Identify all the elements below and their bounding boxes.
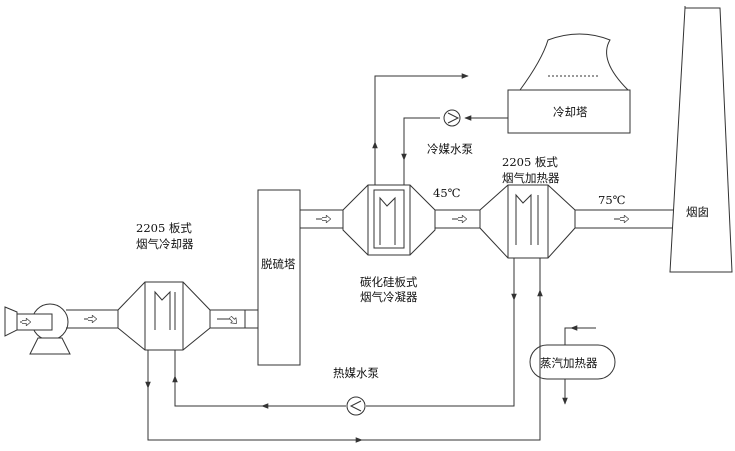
chimney-label: 烟囱 [686, 205, 709, 219]
cooling-water-loop [372, 73, 508, 185]
hot-water-pump-icon [346, 396, 366, 416]
flue-duct-to-tower [210, 309, 245, 329]
desulfurization-tower-label: 脱硫塔 [261, 257, 296, 271]
hot-water-loop [145, 258, 543, 443]
steam-heater [529, 325, 616, 405]
temp-45-label: 45℃ [433, 186, 461, 200]
flue-gas-heater [479, 184, 576, 259]
flue-gas-cooler [117, 281, 211, 351]
cold-water-pump-label: 冷媒水泵 [427, 142, 473, 156]
condenser-name-label: 烟气冷凝器 [360, 290, 418, 304]
desulfurization-tower [244, 189, 301, 366]
cooler-model-label: 2205 板式 [136, 221, 192, 235]
heater-model-label: 2205 板式 [502, 155, 558, 169]
heater-name-label: 烟气加热器 [502, 171, 560, 185]
cooler-name-label: 烟气冷却器 [136, 237, 194, 251]
hot-water-pump-label: 热媒水泵 [333, 366, 379, 380]
condenser-model-label: 碳化硅板式 [360, 275, 418, 289]
flue-gas-condenser [342, 184, 436, 256]
chimney [669, 6, 733, 273]
flue-duct-45c [435, 209, 480, 229]
flue-duct-75c [575, 209, 675, 229]
flue-duct-inlet [66, 309, 118, 329]
steam-heater-label: 蒸汽加热器 [540, 356, 598, 370]
cold-water-pump-icon [443, 109, 461, 127]
temp-75-label: 75℃ [598, 193, 626, 207]
cooling-tower [507, 33, 631, 134]
flue-duct-to-condenser [300, 209, 343, 229]
induced-draft-fan [4, 303, 71, 355]
cooling-tower-label: 冷却塔 [553, 105, 588, 119]
